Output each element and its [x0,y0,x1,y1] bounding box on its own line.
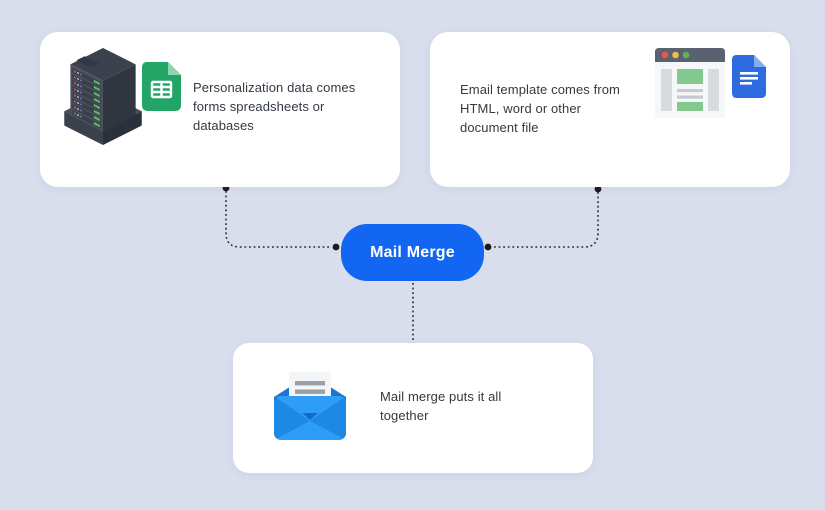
card-data-source: Personalization data comes forms spreads… [40,32,400,187]
connector-endpoint-dot [332,243,340,251]
connector-right [493,192,599,248]
google-sheets-icon [142,62,181,111]
email-template-description: Email template comes from HTML, word or … [460,82,620,135]
connector-endpoint-dot [484,243,492,251]
output-description: Mail merge puts it all together [380,389,502,423]
mail-merge-label: Mail Merge [370,243,455,261]
connector-endpoint-dot [594,185,602,193]
mail-merge-node: Mail Merge [341,224,484,281]
server-icon [64,48,142,145]
browser-window-icon [655,48,725,118]
card-mail-merge-output: Mail merge puts it all together [233,343,593,473]
open-envelope-icon [274,372,346,440]
data-source-description: Personalization data comes forms spreads… [193,80,356,133]
connector-left [225,191,331,248]
card-email-template: Email template comes from HTML, word or … [430,32,790,187]
google-docs-icon [732,55,766,98]
